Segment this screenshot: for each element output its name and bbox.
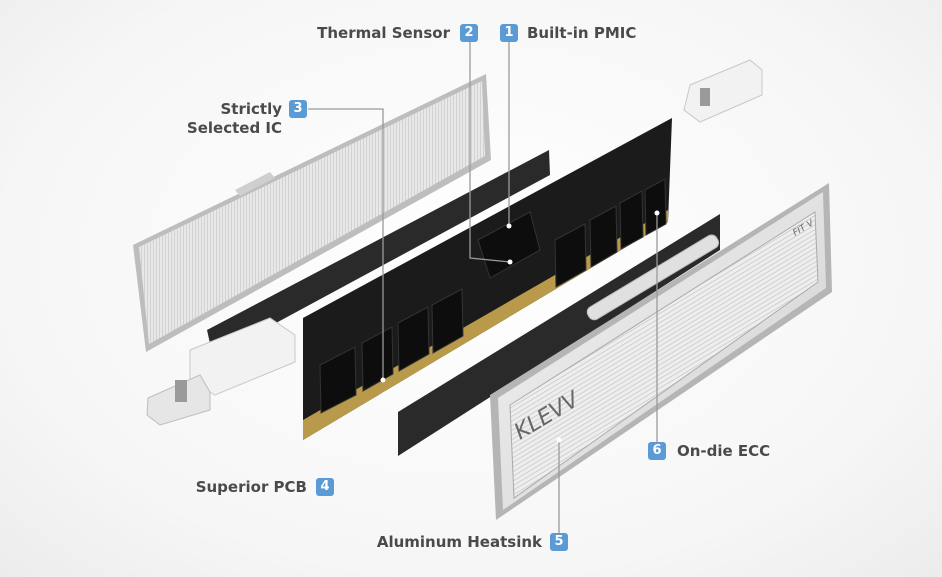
thermal-sensor-label: Thermal Sensor (317, 24, 450, 42)
left-clip (146, 317, 296, 426)
badge-4: 4 (316, 478, 334, 496)
aluminum-heatsink-label: Aluminum Heatsink (376, 533, 542, 551)
back-thermal-pad (207, 150, 550, 357)
front-thermal-pad (398, 214, 720, 456)
on-die-ecc-label: On-die ECC (677, 442, 771, 460)
superior-pcb-label: Superior PCB (195, 478, 307, 496)
right-clip (683, 59, 763, 123)
badge-1: 1 (500, 24, 518, 42)
badge-6: 6 (648, 442, 666, 460)
back-heatsink (133, 74, 491, 352)
front-heatsink (490, 183, 832, 520)
built-in-pmic-label: Built-in PMIC (527, 24, 637, 42)
strictly-selected-ic-label-line2: Selected IC (186, 119, 282, 137)
strictly-selected-ic-label-line1: Strictly (220, 100, 283, 118)
pcb-module (303, 118, 672, 440)
badge-5: 5 (550, 533, 568, 551)
badge-2: 2 (460, 24, 478, 42)
badge-3: 3 (289, 100, 307, 118)
leader-dots (380, 210, 660, 443)
leader-lines (308, 42, 658, 533)
